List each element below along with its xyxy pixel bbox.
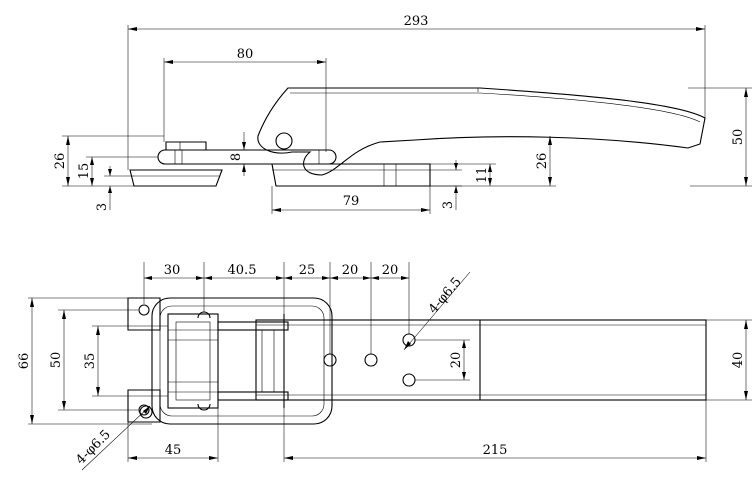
note-hole-right: 4-φ6.5 [426, 275, 465, 317]
dim-handle-rise: 26 [535, 153, 550, 170]
base-hole-leader [139, 405, 153, 419]
dim-thickness-8: 8 [229, 153, 244, 161]
bracket-inner [175, 321, 211, 401]
handle-lever [257, 87, 706, 176]
dim-height-15: 15 [77, 163, 92, 180]
dim-pitch-25: 25 [299, 263, 316, 278]
dim-overall-length: 293 [404, 14, 429, 29]
dim-hook-height: 11 [475, 167, 490, 184]
handle-hole-2 [364, 353, 378, 367]
frame-outer [151, 297, 333, 425]
linkage-arm-top [217, 321, 289, 331]
side-view: 293 80 26 15 8 3 [53, 14, 752, 214]
dim-base-width: 45 [165, 443, 182, 458]
dim-pitch-30: 30 [164, 263, 181, 278]
handle-inner-edge [290, 92, 701, 123]
hook-block [165, 141, 207, 150]
dim-pitch-20a: 20 [342, 263, 359, 278]
dim-overall-width: 66 [17, 353, 32, 370]
bracket-outer [167, 313, 219, 409]
dim-handle-length: 215 [483, 443, 508, 458]
right-base-plate [271, 163, 431, 187]
dim-right-base-thickness: 3 [441, 201, 456, 209]
top-view: 30 40.5 25 20 20 4-φ6.5 66 50 35 [17, 262, 752, 471]
mount-hole-bottom [138, 404, 150, 416]
dim-inner-width: 35 [83, 353, 98, 370]
dim-frame-width: 50 [49, 352, 64, 369]
left-base-plate [129, 169, 223, 187]
handle-hole-4 [402, 373, 416, 387]
dim-left-base-thickness: 3 [95, 203, 110, 211]
pivot-pin [275, 132, 293, 150]
top-base-plate [127, 297, 161, 423]
mount-hole-top [138, 304, 150, 316]
handle-top-view [255, 319, 707, 401]
dim-hole-spacing: 20 [449, 352, 464, 369]
dim-pitch-20b: 20 [382, 263, 399, 278]
dim-pitch-40-5: 40.5 [228, 263, 257, 278]
dim-overall-height: 50 [731, 129, 746, 146]
handle-hole-1 [323, 353, 337, 367]
dim-pivot-distance: 80 [237, 47, 254, 62]
dim-left-height: 26 [53, 153, 68, 170]
note-hole-left: 4-φ6.5 [73, 427, 114, 468]
dim-base-length: 79 [343, 194, 360, 209]
dim-handle-width: 40 [731, 352, 746, 369]
linkage-arm-bottom [217, 391, 289, 401]
